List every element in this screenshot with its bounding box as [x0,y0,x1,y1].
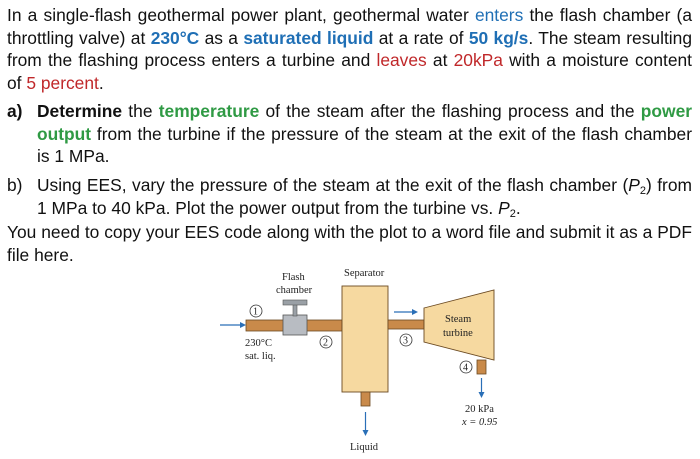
part-b-text-7: . [515,197,521,218]
steam-turbine [423,289,495,361]
intro-text-9: . The steam resulting from the flashing … [7,27,692,71]
inlet-temperature: 230°C [245,338,272,349]
intro-exit-pressure: 20kPa [453,50,503,70]
intro-text-11: at [426,50,454,70]
state-2-marker [319,335,333,349]
part-b-label: b) [7,175,23,195]
state-4-marker [459,360,473,374]
exit-pressure: 20 kPa [465,404,494,415]
intro-text-1: In a single-flash geothermal power plant… [7,5,475,25]
liquid-drain-pipe [360,391,371,407]
intro-text-15: . [98,72,104,93]
state-1-marker [249,304,263,318]
part-a-text-4: of the steam after the flashing process … [259,101,641,121]
liquid-label: Liquid [350,442,379,453]
state-3-marker [399,333,413,347]
exit-quality: x = 0.95 [461,417,497,428]
part-a-text: Determine the temperature of the steam a… [37,100,692,168]
flash-valve-stem [292,303,298,317]
separator-vessel [341,285,389,393]
part-a-determine: Determine [37,101,123,121]
intro-saturated-liquid: saturated liquid [243,27,374,48]
steam-pipe [387,319,425,330]
part-b-text: Using EES, vary the pressure of the stea… [37,174,692,219]
flash-valve-handle [282,299,308,306]
part-b-sub: 2 [639,185,646,197]
separator-label: Separator [344,268,385,279]
part-a-text-2: the [122,101,159,121]
flash-chamber-label-1: Flash [282,272,306,283]
turbine-exhaust-pipe [476,359,487,375]
inlet-arrow-head [240,322,246,328]
intro-moisture: 5 percent [26,72,99,93]
flash-valve-body [282,314,308,336]
state-2-number: 2 [323,338,328,349]
part-b-sub2: 2 [509,207,516,220]
part-b-p2: P [498,197,510,218]
part-b-p: P [628,175,640,195]
problem-intro: In a single-flash geothermal power plant… [7,4,692,94]
part-a-text-6: from the turbine if the pressure of the … [37,123,692,167]
part-a-temperature: temperature [158,101,260,121]
part-a-power-output: power output [37,101,693,144]
turbine-label-1: Steam [445,314,471,325]
intro-text-3: the flash chamber (a throttling valve) a… [7,5,692,48]
intro-text-13: with a moisture content of [7,50,693,93]
state-4-number: 4 [463,363,468,374]
intro-temperature: 230°C [150,27,200,48]
submission-instructions: You need to copy your EES code along wit… [7,222,692,265]
intro-flow-rate: 50 kg/s [468,27,529,48]
part-b-text-4: ) from 1 MPa to 40 kPa. Plot the power o… [37,175,692,218]
state-3-number: 3 [403,336,408,347]
liquid-arrow-head [362,430,369,436]
part-a: a) Determine the temperature of the stea… [7,100,692,168]
geothermal-plant-diagram: Flash chamber Separator 1 230°C sat. liq… [220,268,497,453]
inlet-state: sat. liq. [245,351,276,362]
intro-text-7: at a rate of [373,27,469,48]
part-b: b) Using EES, vary the pressure of the s… [7,174,692,219]
intro-leaves: leaves [376,50,427,70]
flash-chamber-label-2: chamber [276,285,313,296]
steam-arrow-head [412,309,418,315]
turbine-label-2: turbine [443,328,473,339]
exhaust-arrow-head [478,392,485,398]
part-a-label: a) [7,101,23,121]
part-b-text-1: Using EES, vary the pressure of the stea… [37,175,629,195]
state-1-number: 1 [253,307,258,318]
intro-enters: enters [474,5,524,25]
intro-text-5: as a [199,27,244,48]
